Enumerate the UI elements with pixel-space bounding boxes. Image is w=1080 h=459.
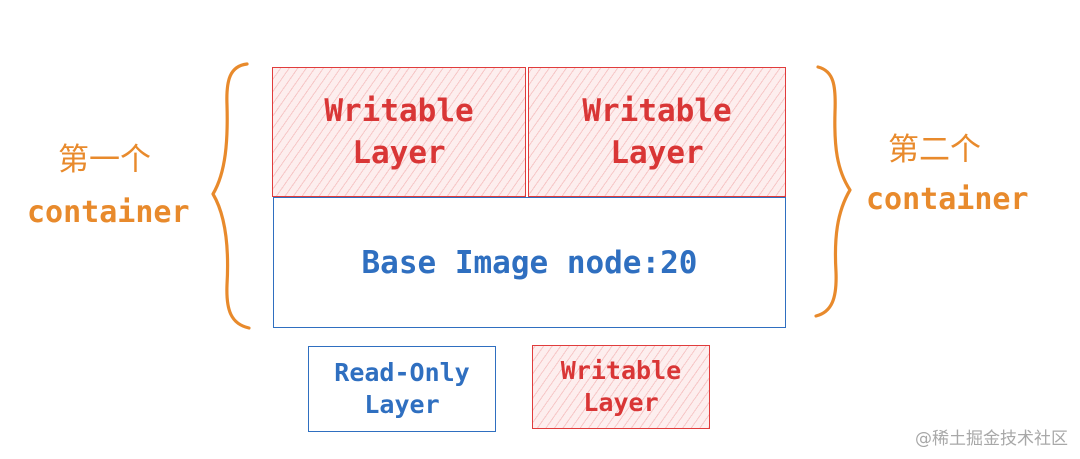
legend-read-only-layer: Read-Only Layer [308,346,496,432]
legend-writable-line2: Layer [583,388,659,417]
base-image-label: Base Image node:20 [361,244,698,281]
writable-layer-line1: Writable [582,93,732,129]
legend-writable-line1: Writable [560,356,682,385]
second-container-label-cjk: 第二个 [888,132,981,168]
first-container-label-cjk: 第一个 [58,142,151,178]
first-container-label-en: container [27,195,190,230]
watermark: @稀土掘金技术社区 [915,429,1068,449]
legend-read-only-line2: Layer [364,390,440,419]
second-container-label-en: container [866,182,1029,217]
left-curly-brace [211,62,251,330]
writable-layer-line2: Layer [352,135,446,171]
second-container-writable-layer: Writable Layer [528,67,786,197]
legend-writable-layer: Writable Layer [532,345,710,429]
writable-layer-line2: Layer [610,135,704,171]
first-container-writable-layer: Writable Layer [272,67,526,197]
writable-layer-line1: Writable [324,93,474,129]
base-image-layer: Base Image node:20 [273,197,786,328]
legend-read-only-line1: Read-Only [334,358,470,387]
right-curly-brace [814,65,852,318]
